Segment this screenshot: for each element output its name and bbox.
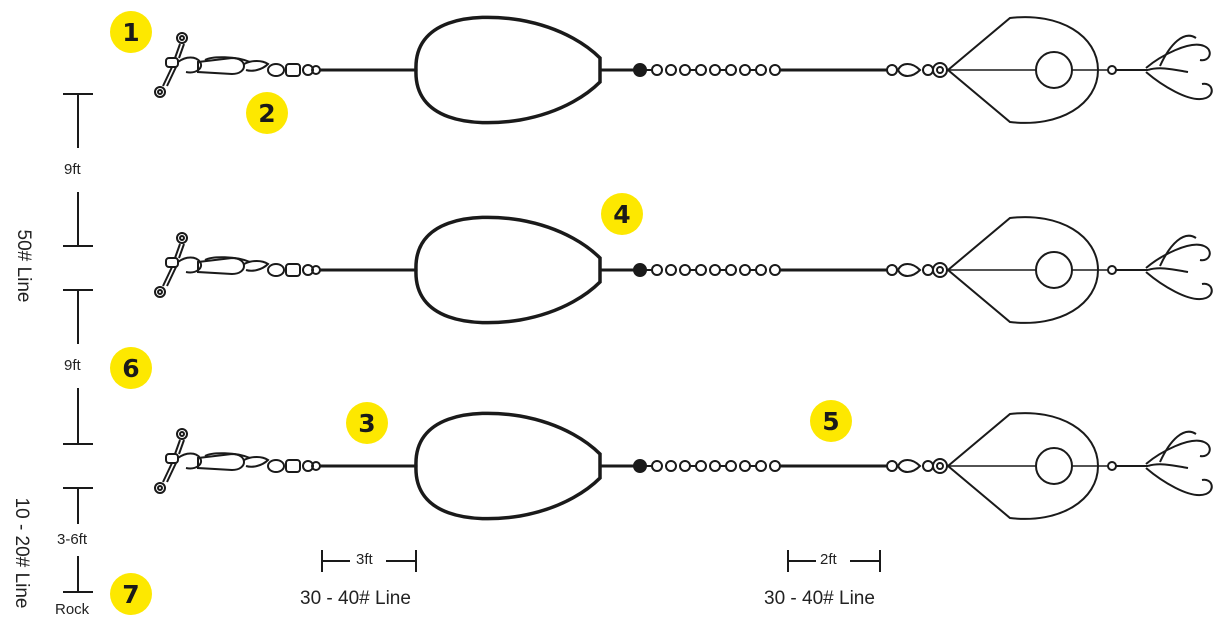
leader-1-length: 3ft [356, 551, 373, 568]
lower-line-label: 10 - 20# Line [11, 497, 32, 609]
depth-scale [63, 93, 93, 593]
callout-badge-5: 5 [810, 400, 852, 442]
leader-1-line-label: 30 - 40# Line [300, 588, 411, 609]
leader-2-length: 2ft [820, 551, 837, 568]
depth-label-3-6ft: 3-6ft [57, 531, 88, 548]
depth-label-9ft-lower: 9ft [64, 357, 81, 374]
callout-badge-1: 1 [110, 11, 152, 53]
leader-2-line-label: 30 - 40# Line [764, 588, 875, 609]
leader-measures [321, 550, 881, 572]
callout-badge-2: 2 [246, 92, 288, 134]
callout-badge-7: 7 [110, 573, 152, 615]
callout-badge-6: 6 [110, 347, 152, 389]
callout-badge-4: 4 [601, 193, 643, 235]
depth-label-9ft-upper: 9ft [64, 161, 81, 178]
callout-badge-3: 3 [346, 402, 388, 444]
main-line-label: 50# Line [13, 229, 34, 303]
rock-label: Rock [55, 601, 90, 618]
